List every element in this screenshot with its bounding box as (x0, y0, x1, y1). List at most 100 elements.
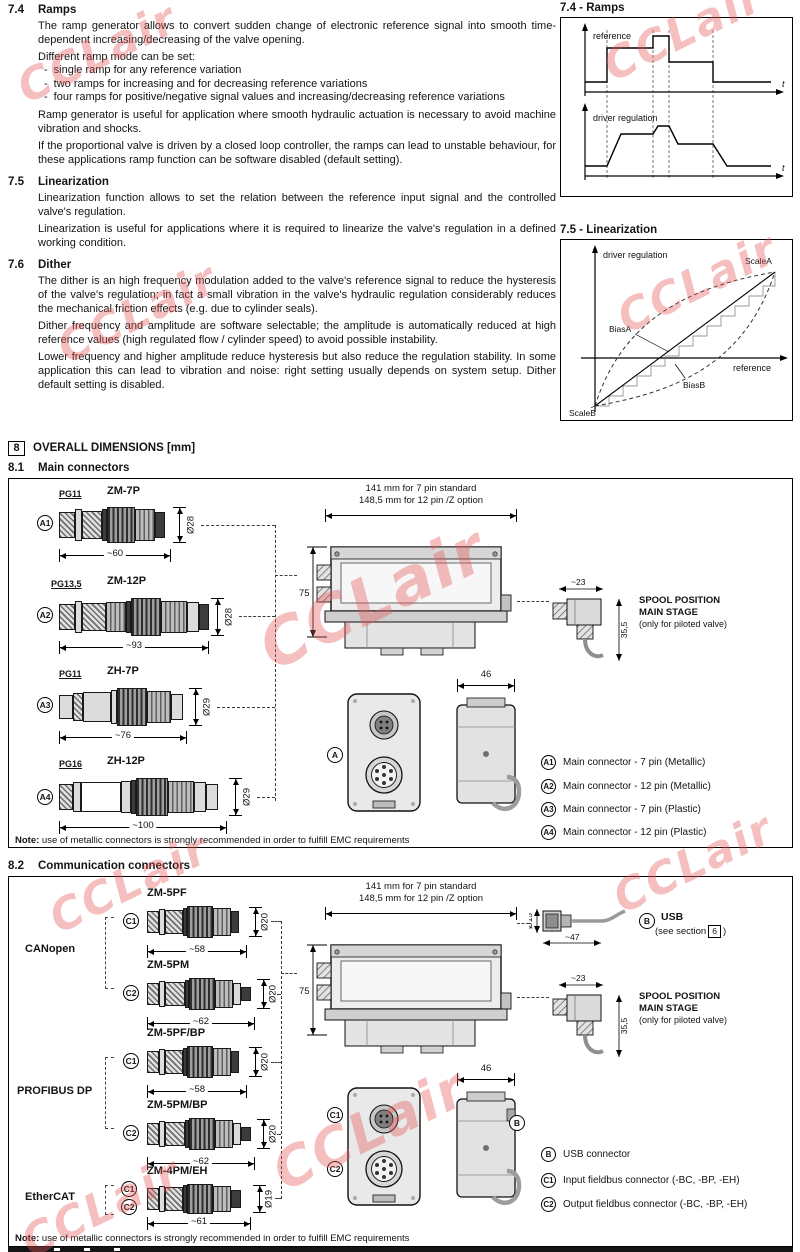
connector-model-label: ZM-5PF (147, 887, 187, 899)
callout-c1: C1 (123, 1053, 139, 1069)
dim-15-label: Ø15 (529, 913, 534, 929)
list-marker: - (44, 64, 48, 76)
callout-a4: A4 (541, 825, 556, 840)
figure-ramps-title: 7.4 - Ramps (560, 2, 625, 14)
t-axis-label: t (782, 163, 785, 173)
reference-label: reference (733, 363, 771, 373)
length-spec-line2: 148,5 mm for 12 pin /Z option (358, 495, 484, 506)
callout-c2: C2 (541, 1197, 556, 1212)
connector-model-label: ZM-5PM/BP (147, 1099, 208, 1111)
main-stage-label: MAIN STAGE (639, 1003, 698, 1014)
gland-size-label: PG16 (59, 759, 83, 769)
dim-dia-a1 (173, 507, 186, 543)
connector-drawing-zm-4pm-eh (147, 1183, 251, 1215)
figure-ramps: reference t driver regulation t (560, 17, 793, 197)
list-text: two ramps for increasing and for decreas… (53, 77, 368, 90)
leader-line (517, 601, 549, 602)
connector-drawing-zm-5pm-bp (147, 1117, 255, 1151)
connector-drawing-zh-7p (59, 687, 187, 727)
piloted-valve-note: (only for piloted valve) (639, 1015, 728, 1025)
callout-a1: A1 (541, 755, 556, 770)
spool-position-connector: ~23 35,5 (552, 577, 629, 661)
legend-item-a1: A1 Main connector - 7 pin (Metallic) (541, 755, 705, 770)
leader-line (275, 575, 297, 576)
callout-a2: A2 (541, 779, 556, 794)
paragraph: If the proportional valve is driven by a… (38, 139, 556, 166)
scale-a-label: ScaleA (745, 256, 772, 266)
connector-drawing-zh-12p (59, 777, 227, 817)
gland-size-label: PG11 (59, 489, 82, 499)
figure-linearization-title: 7.5 - Linearization (560, 224, 658, 236)
scale-b-label: ScaleB (569, 408, 596, 418)
emc-note: Note: use of metallic connectors is stro… (15, 835, 409, 846)
main-stage-label: MAIN STAGE (639, 607, 698, 618)
legend-item-a4: A4 Main connector - 12 pin (Plastic) (541, 825, 706, 840)
group-brace (105, 1185, 114, 1215)
valve-side-view (456, 697, 522, 812)
dia-label-a4: Ø29 (241, 788, 253, 806)
dim-valve-length (325, 907, 517, 920)
connector-model-label: ZM-4PM/EH (147, 1165, 208, 1177)
valve-top-view: 75 (299, 546, 512, 656)
callout-b: B (639, 913, 655, 929)
section-7-6-heading: 7.6 Dither (8, 259, 556, 271)
section-8-title: OVERALL DIMENSIONS [mm] (33, 442, 195, 454)
leader-line (281, 973, 297, 974)
dia-label-a2: Ø28 (223, 608, 235, 626)
section-title: Linearization (38, 175, 109, 188)
dim-75-label: 75 (299, 588, 310, 599)
group-label-profibus: PROFIBUS DP (17, 1085, 93, 1097)
dim-23-label: ~23 (571, 973, 586, 983)
reference-label: reference (593, 31, 631, 41)
leader-line (271, 921, 281, 922)
connector-model-label: ZM-7P (107, 485, 140, 497)
legend-text: Main connector - 7 pin (Metallic) (563, 757, 706, 768)
callout-c1: C1 (327, 1107, 343, 1123)
leader-line (277, 1134, 281, 1135)
callout-c2: C2 (327, 1161, 343, 1177)
dim-47-label: ~47 (565, 932, 580, 942)
paragraph: Linearization is useful for applications… (38, 222, 556, 249)
next-table-edge (8, 1247, 793, 1252)
dim-dia-c1-profi (249, 1047, 262, 1077)
legend-item-a3: A3 Main connector - 7 pin (Plastic) (541, 802, 701, 817)
callout-c2: C2 (123, 1125, 139, 1141)
list-item: - single ramp for any reference variatio… (44, 64, 556, 78)
section-title: Communication connectors (38, 860, 191, 872)
dia-label: Ø20 (259, 1053, 271, 1071)
leader-line (517, 923, 529, 924)
paragraph: Different ramp mode can be set: (38, 51, 195, 63)
legend-text: Main connector - 12 pin (Plastic) (563, 827, 707, 838)
section-8-2-heading: 8.2 Communication connectors (8, 860, 190, 872)
length-spec-line1: 141 mm for 7 pin standard (365, 881, 477, 892)
leader-line (201, 525, 275, 526)
group-brace (105, 1057, 114, 1129)
paragraph: Dither frequency and amplitude are softw… (38, 319, 556, 346)
section-ref-box: 6 (708, 925, 721, 938)
dia-label: Ø19 (263, 1190, 275, 1208)
spool-position-label: SPOOL POSITION (639, 991, 721, 1002)
section-title: Dither (38, 258, 72, 271)
connector-drawing-zm-5pm (147, 977, 255, 1011)
legend-item-c2: C2 Output fieldbus connector (-BC, -BP, … (541, 1197, 747, 1212)
leader-line (277, 994, 281, 995)
gland-size-label: PG11 (59, 669, 82, 679)
connector-model-label: ZM-5PF/BP (147, 1027, 206, 1039)
dim-length-c1-profi: ~58 (147, 1084, 247, 1098)
section-title: Ramps (38, 4, 77, 16)
see-section-text: (see section (655, 926, 707, 937)
connector-model-label: ZM-12P (107, 575, 147, 587)
callout-b: B (509, 1115, 525, 1131)
piloted-valve-note: (only for piloted valve) (639, 619, 728, 629)
dim-length-a1: ~60 (59, 548, 171, 562)
legend-text: Main connector - 7 pin (Plastic) (563, 804, 701, 815)
driver-regulation-label: driver regulation (603, 250, 668, 260)
connector-drawing-zm-12p (59, 597, 209, 637)
legend-item-a2: A2 Main connector - 12 pin (Metallic) (541, 779, 711, 794)
section-7-5-heading: 7.5 Linearization (8, 176, 556, 188)
length-spec-line1: 141 mm for 7 pin standard (365, 483, 477, 494)
group-label-canopen: CANopen (25, 943, 76, 955)
legend-text: Main connector - 12 pin (Metallic) (563, 781, 711, 792)
usb-see-section: (see section 6 ) (655, 925, 726, 938)
list-text: four ramps for positive/negative signal … (53, 91, 505, 103)
